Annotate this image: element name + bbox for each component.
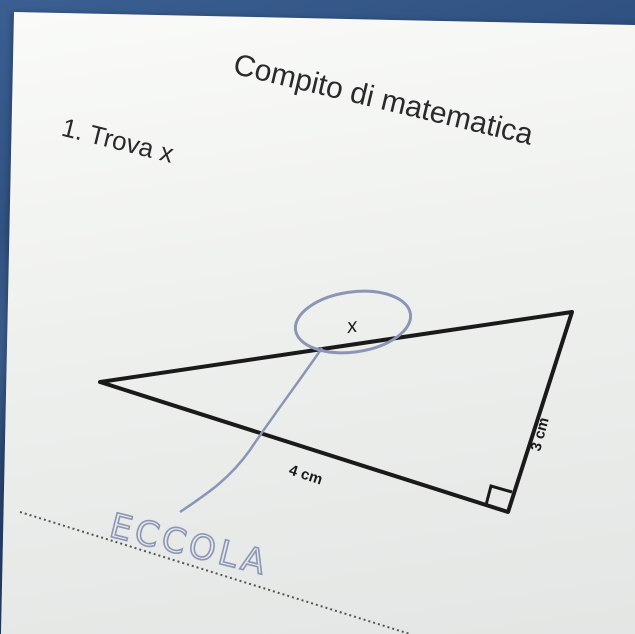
- right-triangle: [98, 310, 574, 514]
- dotted-line: [19, 511, 411, 634]
- pencil-circle: [293, 289, 413, 355]
- handwritten-answer: ECCOLA: [106, 506, 274, 584]
- right-angle-marker: [484, 484, 513, 506]
- hypotenuse-label: x: [345, 315, 360, 338]
- pencil-arrow-line: [179, 347, 324, 514]
- height-label: 3 cm: [527, 416, 552, 453]
- base-label: 4 cm: [287, 462, 325, 489]
